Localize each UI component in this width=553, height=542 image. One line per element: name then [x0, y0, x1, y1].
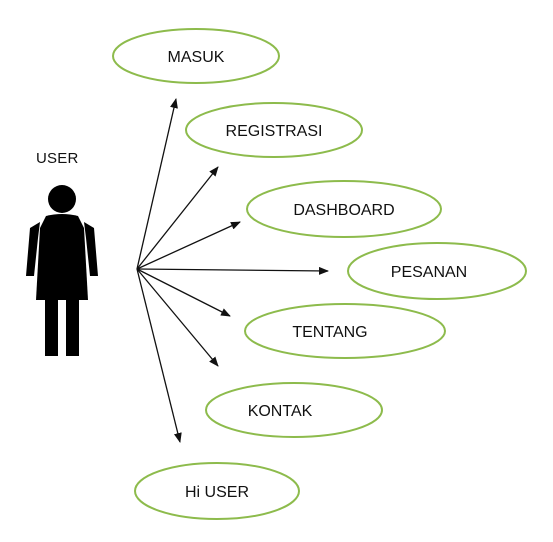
use-case-label: DASHBOARD [293, 202, 394, 219]
arrow-to-hi-user [136, 268, 182, 443]
female-user-icon [26, 185, 98, 356]
use-case-label: KONTAK [248, 403, 313, 420]
use-case-pesanan: PESANAN [347, 242, 527, 300]
use-case-label: REGISTRASI [226, 123, 323, 140]
arrow-to-pesanan [136, 266, 329, 275]
use-case-hi-user: Hi USER [134, 462, 300, 520]
use-case-label: PESANAN [391, 264, 467, 281]
actor-label: USER [36, 150, 79, 167]
use-case-registrasi: REGISTRASI [185, 102, 363, 158]
use-case-kontak: KONTAK [205, 382, 383, 438]
arrow-to-masuk [136, 98, 178, 270]
arrow-to-kontak [136, 268, 219, 367]
use-case-masuk: MASUK [112, 28, 280, 84]
arrow-to-registrasi [136, 166, 219, 270]
use-case-tentang: TENTANG [244, 303, 446, 359]
use-case-dashboard: DASHBOARD [246, 180, 442, 238]
use-case-label: Hi USER [185, 484, 249, 501]
use-case-label: MASUK [168, 49, 225, 66]
association-arrows [136, 98, 329, 443]
use-case-label: TENTANG [292, 324, 367, 341]
arrow-to-dashboard [136, 221, 241, 270]
arrow-to-tentang [136, 268, 231, 317]
